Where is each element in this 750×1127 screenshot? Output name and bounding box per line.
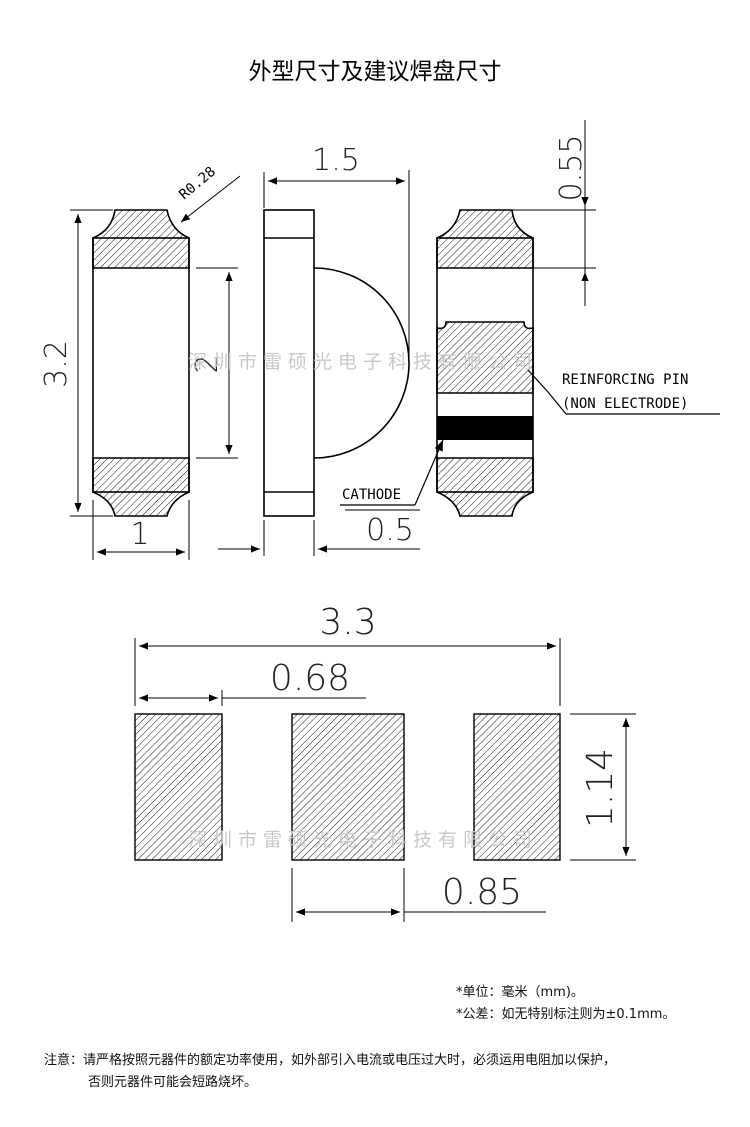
- watermark-top: 深圳市雷硕光电子科技有限公司: [188, 351, 538, 373]
- non-electrode-label: (NON ELECTRODE): [562, 396, 688, 412]
- dim-height: 3.2: [39, 340, 74, 388]
- top-terminal: [92, 209, 190, 269]
- caution-notes: 注意：请严格按照元器件的额定功率使用，如外部引入电流或电压过大时，必须运用电阻加…: [44, 1050, 734, 1094]
- page-title: 外型尺寸及建议焊盘尺寸: [248, 59, 502, 85]
- footprint-pad-center: [291, 713, 405, 861]
- bottom-view-bottom-pad: [436, 457, 534, 517]
- dim-side-base: 0.5: [366, 513, 414, 548]
- cathode-label: CATHODE: [342, 487, 401, 503]
- footprint: 3.3 0.68 1.14 0.85: [134, 602, 636, 922]
- bottom-view: 0.55 REINFORCING PIN (NON ELECTRODE) CAT…: [340, 120, 720, 517]
- dim-pad-width: 0.68: [270, 658, 350, 699]
- unit-note: *单位：毫米（mm)。: [456, 985, 584, 1000]
- units-notes: *单位：毫米（mm)。 *公差：如无特别标注则为±0.1mm。: [456, 982, 675, 1026]
- cathode-mark: [437, 416, 533, 440]
- dim-side-width: 1.5: [312, 143, 360, 178]
- reinforcing-pin-label: REINFORCING PIN: [562, 372, 688, 388]
- dim-total: 3.3: [319, 602, 376, 643]
- dim-pad: 0.55: [554, 135, 589, 202]
- reinforcing-pin-shape: [436, 321, 534, 394]
- side-view: 1.5 0.5: [218, 143, 420, 556]
- dim-inner: 2: [190, 354, 225, 373]
- footprint-pad-right: [473, 713, 561, 861]
- caution-line-1: 注意：请严格按照元器件的额定功率使用，如外部引入电流或电压过大时，必须运用电阻加…: [44, 1053, 617, 1068]
- bottom-terminal: [92, 457, 190, 517]
- lens-dome: [313, 267, 410, 459]
- dim-pad-height: 1.14: [580, 748, 621, 828]
- watermark-bottom: 深圳市雷硕光电子科技有限公司: [188, 829, 538, 851]
- footprint-pad-left: [134, 713, 223, 861]
- dim-spacing: 0.85: [442, 872, 522, 913]
- caution-line-2: 否则元器件可能会短路烧坏。: [88, 1075, 258, 1090]
- tolerance-note: *公差：如无特别标注则为±0.1mm。: [456, 1007, 676, 1022]
- bottom-view-top-pad: [436, 209, 534, 269]
- dim-width: 1: [130, 517, 149, 552]
